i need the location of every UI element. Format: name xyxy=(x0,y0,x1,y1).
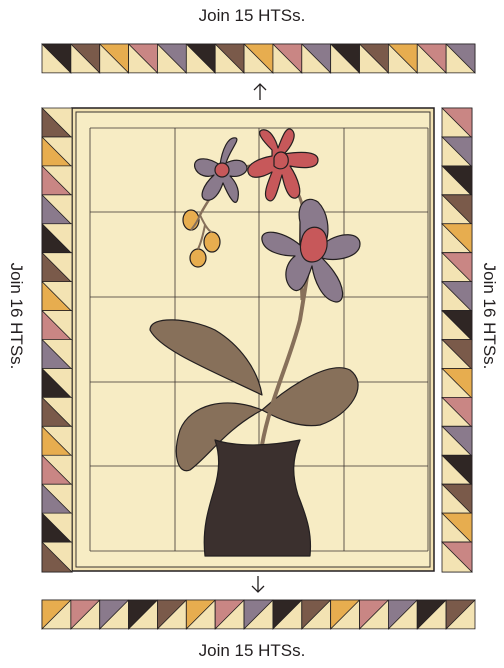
hts-square xyxy=(215,600,244,629)
hts-square xyxy=(442,484,472,514)
hts-square xyxy=(442,166,472,196)
hts-square xyxy=(42,44,71,73)
hts-square xyxy=(42,484,72,514)
hts-square xyxy=(244,44,273,73)
hts-square xyxy=(42,397,72,427)
right-hts-border xyxy=(442,108,472,572)
hts-square xyxy=(42,340,72,370)
hts-square xyxy=(388,600,417,629)
hts-square xyxy=(442,282,472,312)
hts-square xyxy=(157,600,186,629)
hts-square xyxy=(388,44,417,73)
hts-square xyxy=(442,513,472,543)
hts-square xyxy=(442,368,472,398)
hts-square xyxy=(302,44,331,73)
hts-square xyxy=(446,600,475,629)
hts-square xyxy=(42,542,72,572)
hts-square xyxy=(273,44,302,73)
down-arrow-icon xyxy=(252,576,264,592)
hts-square xyxy=(42,224,72,254)
hts-square xyxy=(100,44,129,73)
hts-square xyxy=(215,44,244,73)
hts-square xyxy=(442,542,472,572)
hts-square xyxy=(442,311,472,341)
hts-square xyxy=(331,600,360,629)
hts-square xyxy=(42,311,72,341)
hts-square xyxy=(129,600,158,629)
hts-square xyxy=(442,426,472,456)
hts-square xyxy=(417,600,446,629)
hts-square xyxy=(42,108,72,138)
hts-square xyxy=(417,44,446,73)
hts-square xyxy=(129,44,158,73)
hts-square xyxy=(157,44,186,73)
flower-center-1 xyxy=(215,163,229,177)
hts-square xyxy=(42,455,72,485)
hts-square xyxy=(442,253,472,283)
hts-square xyxy=(446,44,475,73)
hts-square xyxy=(442,397,472,427)
hts-square xyxy=(442,108,472,138)
hts-square xyxy=(42,137,72,167)
hts-square xyxy=(442,195,472,225)
hts-square xyxy=(273,600,302,629)
bud xyxy=(190,249,206,267)
hts-square xyxy=(442,137,472,167)
hts-square xyxy=(442,455,472,485)
hts-square xyxy=(42,282,72,312)
hts-square xyxy=(244,600,273,629)
flower-center-3 xyxy=(300,227,327,262)
hts-square xyxy=(42,368,72,398)
up-arrow-icon xyxy=(254,84,266,100)
hts-square xyxy=(42,426,72,456)
hts-square xyxy=(71,600,100,629)
hts-square xyxy=(360,44,389,73)
bottom-hts-border xyxy=(42,600,475,629)
hts-square xyxy=(42,253,72,283)
left-hts-border xyxy=(42,108,72,572)
hts-square xyxy=(186,44,215,73)
hts-square xyxy=(360,600,389,629)
flower-center-2 xyxy=(274,152,288,169)
hts-square xyxy=(42,195,72,225)
hts-square xyxy=(331,44,360,73)
vase xyxy=(204,440,310,556)
hts-square xyxy=(442,224,472,254)
hts-square xyxy=(42,513,72,543)
bud xyxy=(204,232,220,252)
hts-square xyxy=(71,44,100,73)
hts-square xyxy=(186,600,215,629)
hts-square xyxy=(42,600,71,629)
hts-square xyxy=(100,600,129,629)
hts-square xyxy=(42,166,72,196)
top-hts-border xyxy=(42,44,475,73)
hts-square xyxy=(442,340,472,370)
hts-square xyxy=(302,600,331,629)
